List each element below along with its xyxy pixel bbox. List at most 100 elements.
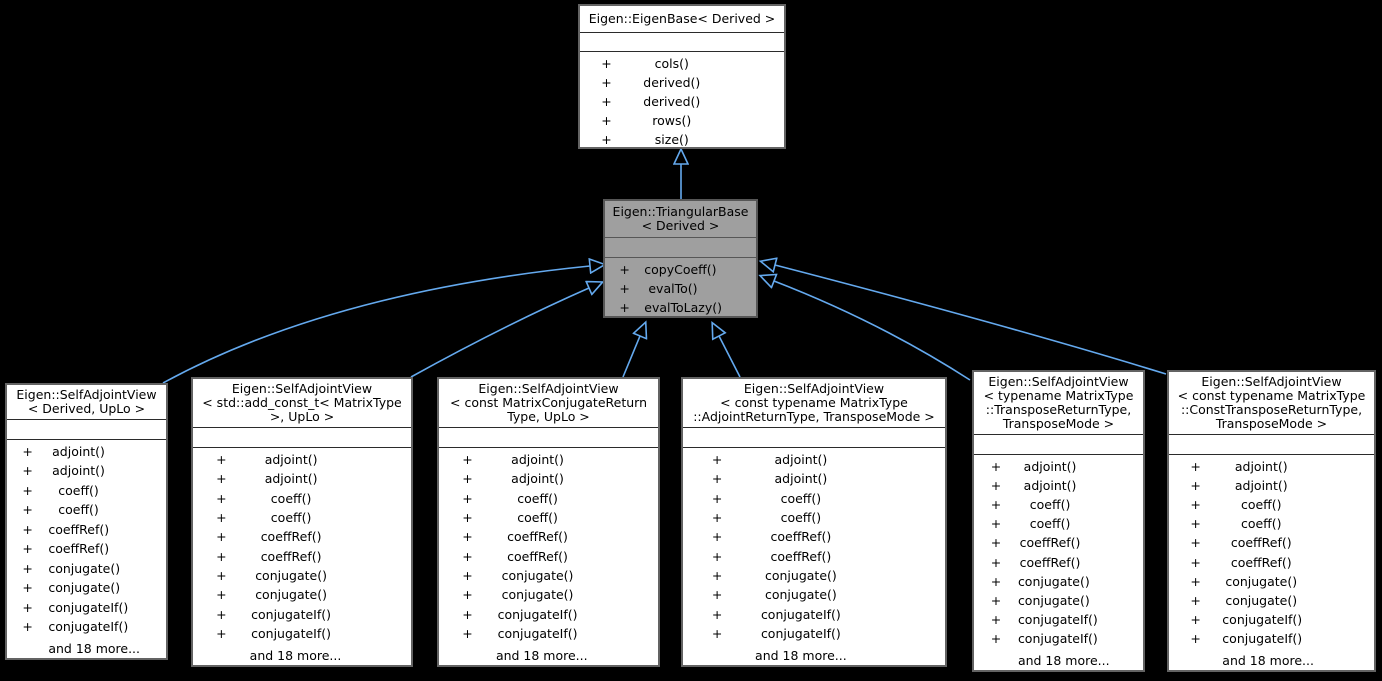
method-row: + coeff() <box>974 496 1143 515</box>
class-box-selfadjointview-derived-uplo[interactable]: Eigen::SelfAdjointView< Derived, UpLo > … <box>5 383 168 660</box>
method-name: conjugate() <box>501 568 574 584</box>
method-name: adjoint() <box>1023 458 1077 474</box>
method-row: + coeffRef() <box>1169 534 1374 553</box>
method-row: + coeff() <box>683 508 945 527</box>
class-box-selfadjointview-transposereturntype-transposemode[interactable]: Eigen::SelfAdjointView< typename MatrixT… <box>972 370 1145 672</box>
visibility-plus: + <box>711 548 723 564</box>
class-title-line: Eigen::SelfAdjointView <box>16 387 157 402</box>
visibility-plus: + <box>711 626 723 642</box>
method-row: + conjugateIf() <box>974 611 1143 630</box>
class-title-line: Eigen::SelfAdjointView <box>1201 374 1342 389</box>
method-name: rows() <box>652 112 692 128</box>
method-name: adjoint() <box>52 463 105 479</box>
visibility-plus: + <box>22 560 33 576</box>
class-box-selfadjointview-adjointreturntype-transposemode[interactable]: Eigen::SelfAdjointView< const typename M… <box>681 377 947 667</box>
class-box-triangularbase-focus[interactable]: Eigen::TriangularBase< Derived > + copyC… <box>603 199 758 318</box>
visibility-plus: + <box>462 529 473 545</box>
method-row: + conjugate() <box>1169 591 1374 610</box>
class-title-line: < typename MatrixType <box>983 388 1134 403</box>
more-methods-row: and 18 more... <box>439 646 658 665</box>
class-title-line: TransposeMode > <box>1002 416 1115 431</box>
visibility-plus: + <box>22 580 33 596</box>
method-row: + coeff() <box>683 489 945 508</box>
method-row: + cols() <box>580 54 784 73</box>
method-name: coeffRef() <box>770 529 832 545</box>
method-row: + conjugateIf() <box>7 618 166 637</box>
class-title-line: Eigen::SelfAdjointView <box>743 381 885 396</box>
visibility-plus: + <box>216 529 227 545</box>
method-name: coeffRef() <box>48 541 110 557</box>
method-row: + coeffRef() <box>193 528 411 547</box>
method-row: + conjugate() <box>439 567 658 586</box>
class-title-line: < std::add_const_t< MatrixType <box>202 395 402 410</box>
class-attributes-empty <box>1169 434 1374 455</box>
method-name: conjugateIf() <box>1017 612 1098 628</box>
visibility-plus: + <box>22 599 33 615</box>
visibility-plus: + <box>990 497 1002 513</box>
visibility-plus: + <box>462 568 473 584</box>
arrow-selfadjointview6-to-triangularbase <box>775 265 1167 375</box>
method-row: + adjoint() <box>1169 457 1374 476</box>
class-box-selfadjointview-consttransposereturntype-transposemode[interactable]: Eigen::SelfAdjointView< const typename M… <box>1167 370 1376 672</box>
visibility-plus: + <box>462 587 473 603</box>
method-name: coeff() <box>517 490 558 506</box>
method-name: conjugate() <box>501 587 574 603</box>
method-name: adjoint() <box>774 471 828 487</box>
method-name: conjugateIf() <box>1222 612 1303 628</box>
more-methods-label: and 18 more... <box>495 647 588 663</box>
method-row: + adjoint() <box>7 442 166 461</box>
visibility-plus: + <box>619 280 630 296</box>
method-name: conjugateIf() <box>1222 631 1303 647</box>
visibility-plus: + <box>619 261 630 277</box>
visibility-plus: + <box>216 548 227 564</box>
method-name: conjugate() <box>764 587 837 603</box>
visibility-plus: + <box>1190 458 1201 474</box>
method-row: + coeff() <box>1169 496 1374 515</box>
method-row: + conjugateIf() <box>974 630 1143 649</box>
method-row: + coeffRef() <box>7 520 166 539</box>
method-row: + coeff() <box>974 515 1143 534</box>
visibility-plus: + <box>711 471 723 487</box>
method-row: + adjoint() <box>683 470 945 489</box>
method-row: + conjugateIf() <box>1169 611 1374 630</box>
method-name: conjugateIf() <box>251 626 332 642</box>
more-methods-label: and 18 more... <box>755 647 847 663</box>
visibility-plus: + <box>1190 631 1201 647</box>
class-title-line: < Derived > <box>641 218 720 233</box>
visibility-plus: + <box>1190 612 1201 628</box>
class-box-eigenbase[interactable]: Eigen::EigenBase< Derived > + cols() + d… <box>578 4 786 149</box>
method-name: adjoint() <box>511 471 564 487</box>
method-name: conjugate() <box>764 568 837 584</box>
method-row: + conjugateIf() <box>439 605 658 624</box>
visibility-plus: + <box>462 626 473 642</box>
class-methods: + adjoint() + adjoint() + coeff() + coef… <box>683 448 945 646</box>
visibility-plus: + <box>990 477 1002 493</box>
visibility-plus: + <box>711 490 723 506</box>
method-row: + coeff() <box>1169 515 1374 534</box>
visibility-plus: + <box>990 535 1002 551</box>
method-name: adjoint() <box>1234 477 1288 493</box>
method-name: derived() <box>643 93 701 109</box>
more-methods-label: and 18 more... <box>249 647 342 663</box>
method-name: coeff() <box>270 490 312 506</box>
class-title: Eigen::TriangularBase< Derived > <box>605 201 756 237</box>
method-row: + conjugate() <box>974 591 1143 610</box>
class-box-selfadjointview-matrixconjugatereturntype-uplo[interactable]: Eigen::SelfAdjointView< const MatrixConj… <box>437 377 660 667</box>
class-title: Eigen::SelfAdjointView< const typename M… <box>1169 372 1374 434</box>
method-row: + evalTo() <box>605 279 756 298</box>
visibility-plus: + <box>711 606 723 622</box>
method-name: coeffRef() <box>770 548 832 564</box>
method-row: + adjoint() <box>439 450 658 469</box>
class-title-line: Type, UpLo > <box>507 409 590 424</box>
visibility-plus: + <box>22 521 33 537</box>
method-name: copyCoeff() <box>644 261 717 277</box>
class-box-selfadjointview-addconst-uplo[interactable]: Eigen::SelfAdjointView< std::add_const_t… <box>191 377 413 667</box>
method-row: + conjugate() <box>7 579 166 598</box>
visibility-plus: + <box>990 516 1002 532</box>
class-attributes-empty <box>193 427 411 448</box>
class-methods: + adjoint() + adjoint() + coeff() + coef… <box>7 440 166 639</box>
method-row: + coeffRef() <box>683 547 945 566</box>
method-row: + coeff() <box>193 508 411 527</box>
method-row: + conjugateIf() <box>439 625 658 644</box>
method-name: coeffRef() <box>1019 535 1081 551</box>
